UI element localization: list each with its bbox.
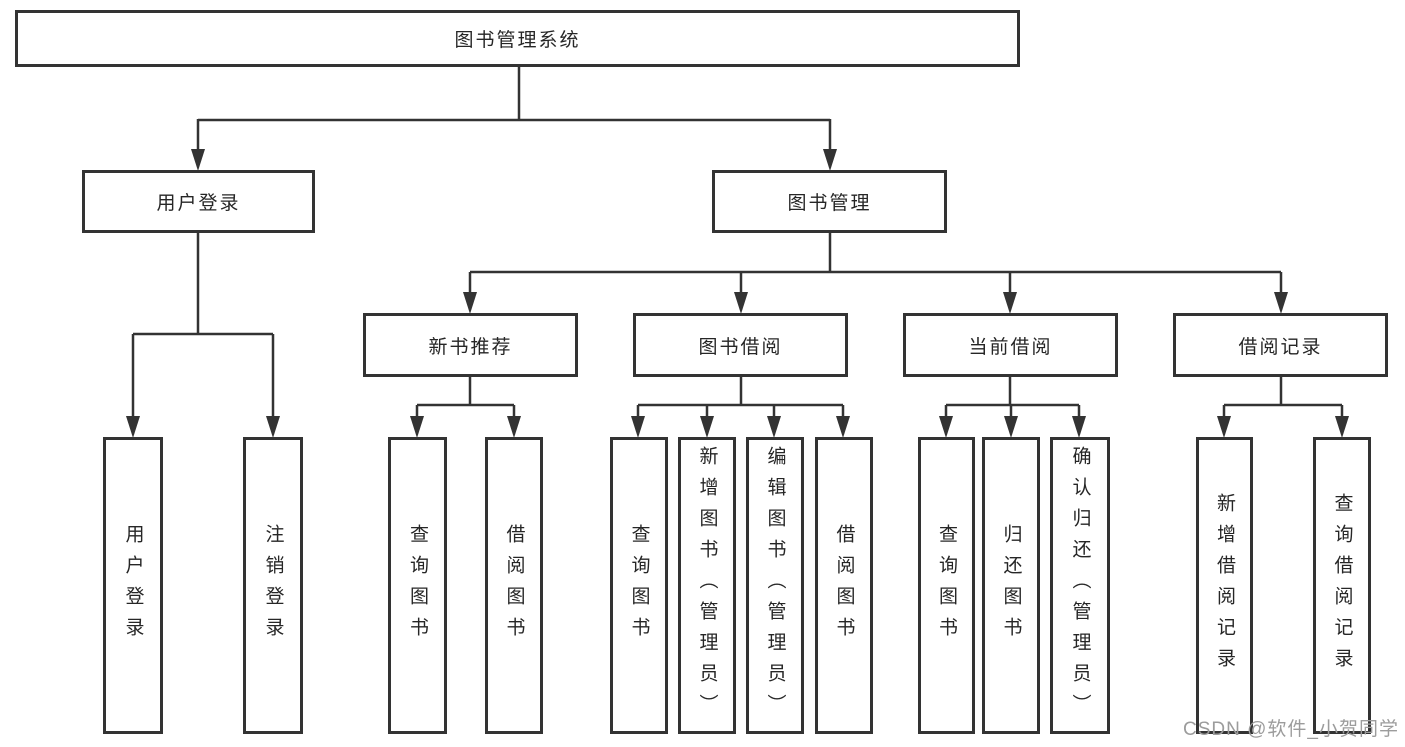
leaf-label: 查询借阅记录 bbox=[1331, 492, 1353, 679]
leaf-user-login: 用户登录 bbox=[103, 437, 163, 734]
leaf-borrow-query-books: 查询图书 bbox=[610, 437, 668, 734]
leaf-recommend-query-books: 查询图书 bbox=[388, 437, 447, 734]
node-borrow-record: 借阅记录 bbox=[1173, 313, 1388, 377]
leaf-recommend-borrow-books: 借阅图书 bbox=[485, 437, 543, 734]
leaf-label: 新增图书（管理员） bbox=[696, 446, 718, 725]
leaf-label: 编辑图书（管理员） bbox=[764, 446, 786, 725]
leaf-label: 查询图书 bbox=[628, 523, 650, 648]
leaf-current-query-books: 查询图书 bbox=[918, 437, 975, 734]
leaf-borrow-books: 借阅图书 bbox=[815, 437, 873, 734]
node-library-system: 图书管理系统 bbox=[15, 10, 1020, 67]
leaf-label: 查询图书 bbox=[407, 523, 428, 648]
leaf-query-borrow-record: 查询借阅记录 bbox=[1313, 437, 1371, 734]
leaf-label: 查询图书 bbox=[936, 523, 957, 648]
arrowheads bbox=[126, 149, 1349, 438]
leaf-add-books-admin: 新增图书（管理员） bbox=[678, 437, 736, 734]
node-new-book-recommend: 新书推荐 bbox=[363, 313, 578, 377]
node-user-login: 用户登录 bbox=[82, 170, 315, 233]
leaf-edit-books-admin: 编辑图书（管理员） bbox=[746, 437, 804, 734]
leaf-logout: 注销登录 bbox=[243, 437, 303, 734]
leaf-confirm-return-admin: 确认归还（管理员） bbox=[1050, 437, 1110, 734]
leaf-label: 确认归还（管理员） bbox=[1069, 446, 1091, 725]
leaf-label: 注销登录 bbox=[262, 523, 284, 648]
leaf-return-books: 归还图书 bbox=[982, 437, 1040, 734]
leaf-label: 借阅图书 bbox=[833, 523, 855, 648]
node-current-borrow: 当前借阅 bbox=[903, 313, 1118, 377]
leaf-label: 借阅图书 bbox=[503, 523, 525, 648]
node-book-borrow: 图书借阅 bbox=[633, 313, 848, 377]
leaf-label: 新增借阅记录 bbox=[1214, 492, 1235, 679]
csdn-watermark: CSDN @软件_小贺同学 bbox=[1183, 719, 1399, 740]
leaf-add-borrow-record: 新增借阅记录 bbox=[1196, 437, 1253, 734]
leaf-label: 用户登录 bbox=[122, 523, 144, 648]
leaf-label: 归还图书 bbox=[1000, 523, 1022, 648]
node-book-management: 图书管理 bbox=[712, 170, 947, 233]
